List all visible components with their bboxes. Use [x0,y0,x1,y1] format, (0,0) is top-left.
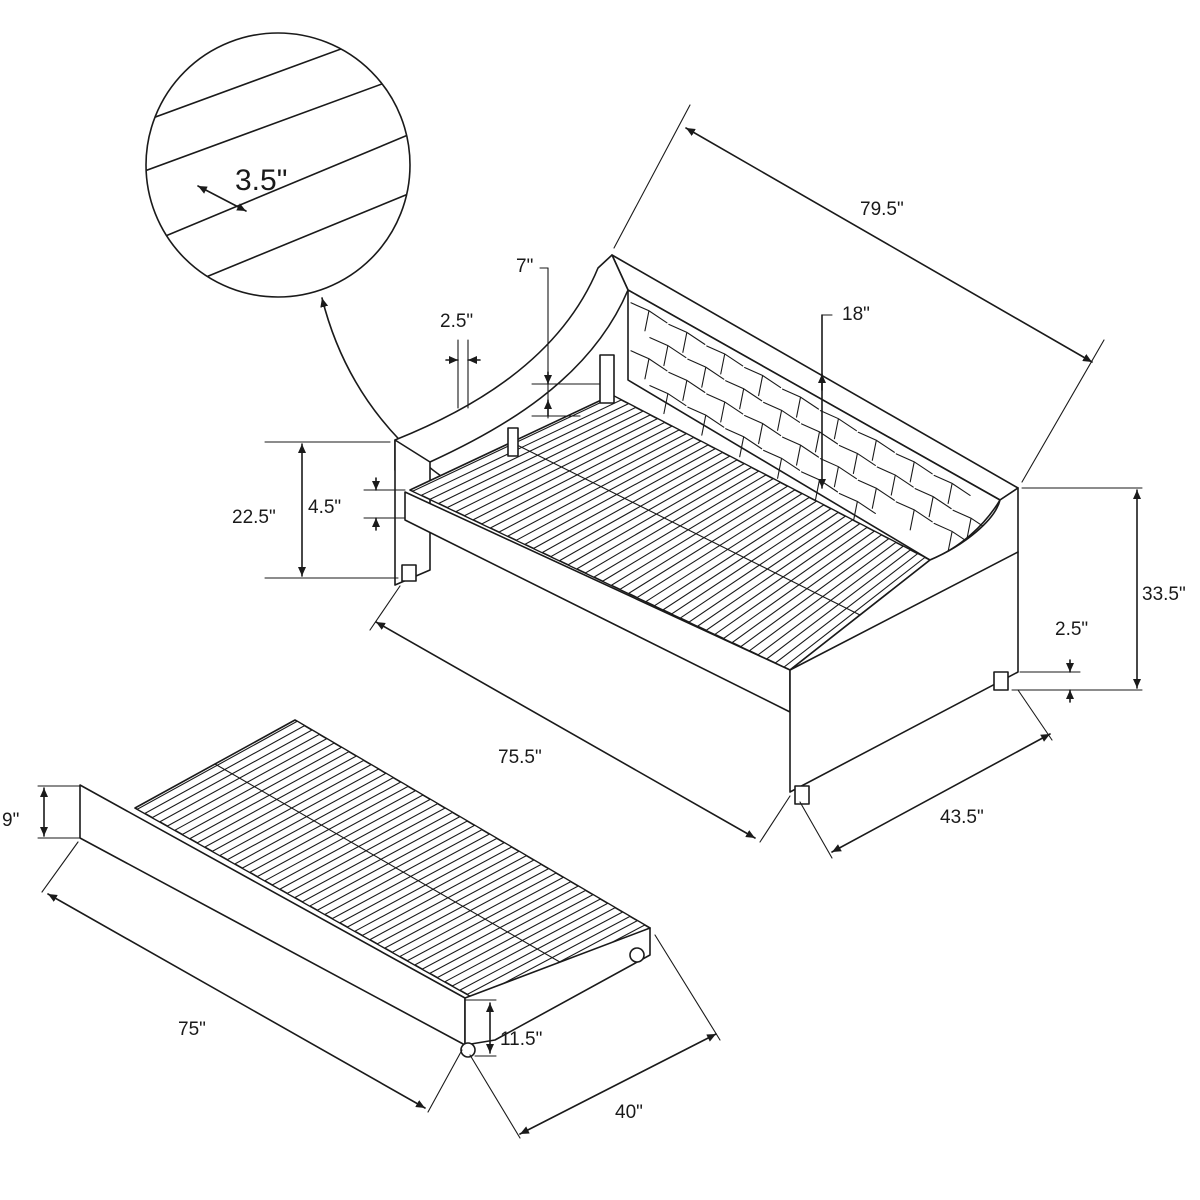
bed-slat [497,433,695,537]
right-back-leg [993,671,1009,691]
tuft-button [819,458,857,488]
label-trundle-height: 11.5" [500,1029,542,1050]
center-support [510,441,861,616]
tuft-button [933,474,971,504]
back-bracket [599,354,615,404]
trundle-caster-back [629,947,645,963]
dim-width [831,733,1051,853]
left-arm-top [394,254,629,471]
tuft-button [763,401,801,431]
dimension-labels: 79.5" 75.5" 43.5" 33.5" 2.5" 22.5" 4.5" … [2,199,1186,1123]
tuft-button [725,380,763,410]
trundle [79,719,651,1058]
tuft-button [895,501,933,531]
label-width: 43.5" [940,807,984,828]
tuft-button [744,366,782,397]
tuft-button [687,406,725,436]
label-length-side: 75.5" [498,747,542,768]
bed-slat [463,418,666,521]
detail-width-arrow [197,185,247,212]
left-front-leg [401,564,417,582]
label-arm-thickness: 2.5" [440,311,473,332]
backrest-tufting [630,302,990,552]
right-front-leg [794,785,810,805]
trundle-end-panel [464,927,651,1046]
dim-length-side [375,621,756,839]
bed-slat [515,440,710,546]
daybed [394,254,1019,805]
dim-trundle-length [47,893,426,1109]
dimension-lines [37,104,1143,1139]
tuft-button [744,414,782,445]
tuft-button [649,385,687,415]
slat-detail-circle: 3.5" [145,32,411,298]
tuft-button [781,436,820,466]
tuft-button [857,479,895,509]
label-slat-drop: 7" [516,256,533,277]
tuft-button [838,444,876,475]
dim-trundle-width [519,1033,717,1135]
tuft-button [763,449,801,479]
tuft-button [706,393,744,423]
tuft-button [914,488,952,518]
side-bracket [507,427,519,457]
tuft-button [630,350,668,380]
label-leg-height: 2.5" [1055,619,1088,640]
label-trundle-panel: 9" [2,810,19,831]
right-arm-edge [789,551,1019,671]
trundle-center-support [214,763,573,970]
label-back-above-deck: 18" [842,304,870,325]
bed-slats [411,395,926,668]
dim-length-top [685,127,1093,363]
tuft-button [725,428,763,458]
bed-slat [445,410,652,513]
tuft-button [819,410,857,440]
detail-slat-lines [146,33,410,297]
label-trundle-length: 75" [178,1019,206,1040]
tuft-button [876,466,914,496]
label-height-arm: 22.5" [232,507,276,528]
tuft-button [933,522,971,552]
label-height-back: 33.5" [1142,584,1186,605]
right-arm [789,487,1019,793]
tuft-button [895,453,933,483]
label-rail-height: 4.5" [308,497,341,518]
detail-slat-width-label: 3.5" [235,164,287,197]
bed-slat [428,403,638,505]
tuft-button [668,371,706,401]
tuft-button [781,388,820,418]
label-trundle-width: 40" [615,1102,643,1123]
tuft-button [838,492,876,523]
trundle-caster-front [460,1042,476,1058]
tuft-button [857,431,895,461]
bed-slat [480,425,681,529]
tuft-button [800,423,839,453]
tuft-button [630,302,668,332]
label-length-top: 79.5" [860,199,904,220]
tuft-button [649,337,687,367]
